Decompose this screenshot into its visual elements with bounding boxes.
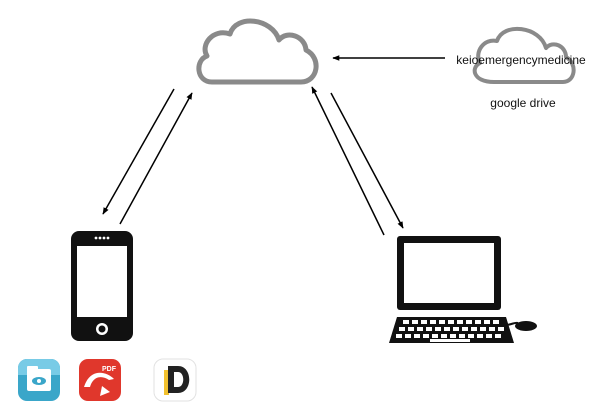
- drive-account-label: keioemergencymedicine: [456, 53, 586, 67]
- pdf-label: PDF: [102, 366, 117, 373]
- google-drive-cloud-icon: [472, 26, 576, 84]
- keyboard-key: [432, 334, 438, 338]
- keyboard-key: [450, 334, 456, 338]
- keyboard-key: [495, 334, 501, 338]
- keyboard-key: [441, 334, 447, 338]
- keyboard-key: [466, 320, 472, 324]
- documents-d-icon: [153, 358, 197, 402]
- eye-folder-viewer-icon: [18, 359, 60, 401]
- keyboard-key: [457, 320, 463, 324]
- keyboard-key: [421, 320, 427, 324]
- keyboard-key: [484, 320, 490, 324]
- keyboard-key: [444, 327, 450, 331]
- arrow-computer-to-cloud: [311, 86, 385, 236]
- smartphone-icon: [71, 231, 133, 341]
- keyboard-key: [489, 327, 495, 331]
- keyboard-key: [405, 334, 411, 338]
- keyboard-key: [396, 334, 402, 338]
- keyboard-key: [408, 327, 414, 331]
- keyboard-key: [453, 327, 459, 331]
- keyboard-key: [426, 327, 432, 331]
- keyboard-key: [399, 327, 405, 331]
- keyboard-key: [477, 334, 483, 338]
- desktop-computer-icon: [389, 236, 537, 343]
- arrow-phone-to-cloud: [119, 92, 193, 225]
- keyboard-key: [459, 334, 465, 338]
- keyboard-key: [468, 334, 474, 338]
- keyboard-key: [414, 334, 420, 338]
- keyboard-spacebar: [430, 339, 470, 342]
- keyboard-key: [462, 327, 468, 331]
- arrow-cloud-to-phone: [102, 88, 175, 215]
- pdf-expert-icon: PDF: [79, 359, 121, 401]
- keyboard-key: [471, 327, 477, 331]
- drive-service-label: google drive: [490, 96, 556, 110]
- keyboard-key: [423, 334, 429, 338]
- keyboard-key: [403, 320, 409, 324]
- keyboard-key: [439, 320, 445, 324]
- keyboard-key: [480, 327, 486, 331]
- keyboard-key: [498, 327, 504, 331]
- keyboard-key: [430, 320, 436, 324]
- keyboard-key: [493, 320, 499, 324]
- keyboard-key: [435, 327, 441, 331]
- cloud-icon: [196, 18, 319, 85]
- arrow-cloud-to-computer: [330, 92, 404, 229]
- keyboard-key: [448, 320, 454, 324]
- keyboard-key: [417, 327, 423, 331]
- keyboard-key: [412, 320, 418, 324]
- keyboard-key: [475, 320, 481, 324]
- keyboard-key: [486, 334, 492, 338]
